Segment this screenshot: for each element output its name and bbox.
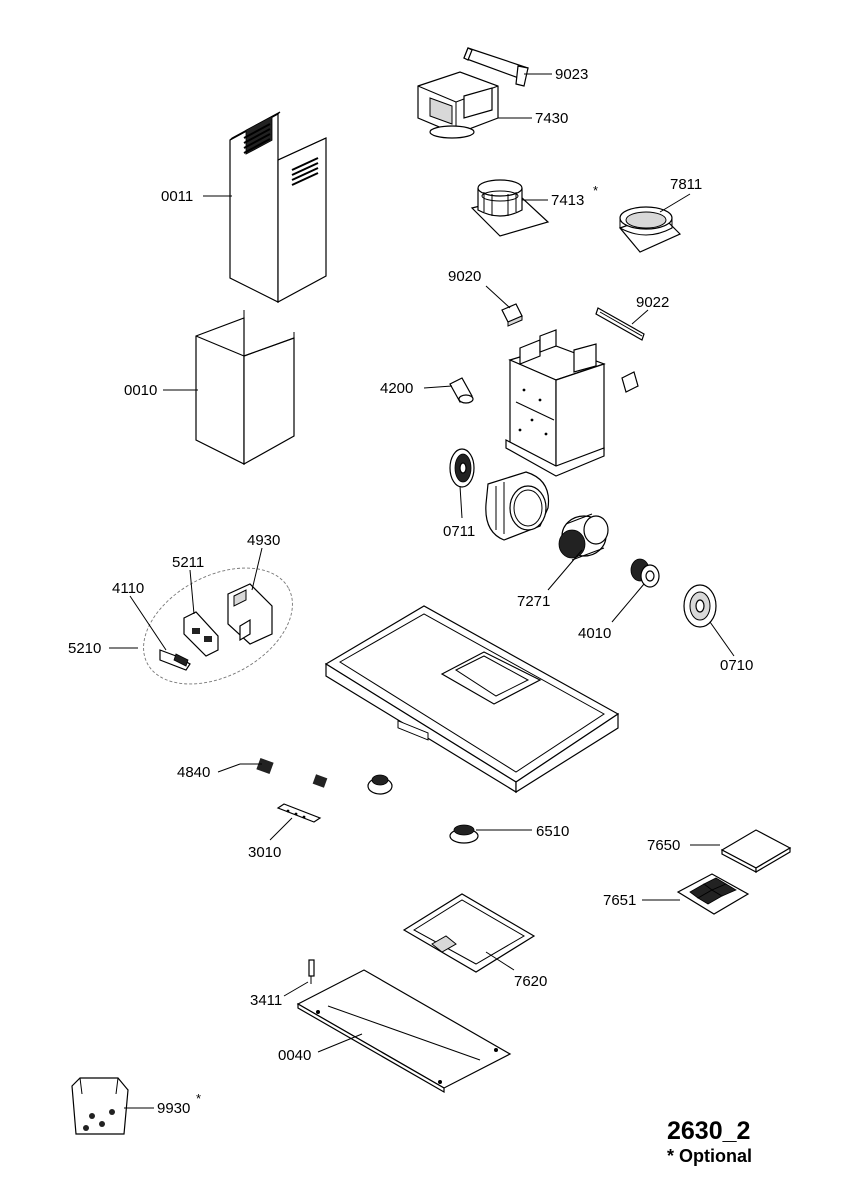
part-7413-drawing [470,179,550,237]
optional-marker-7413: * [593,183,598,198]
part-0711-drawing [449,448,475,488]
part-0010-drawing [195,310,295,466]
part-label-0011: 0011 [161,188,193,205]
part-9930-drawing [71,1077,129,1135]
part-label-0711: 0711 [443,523,475,540]
part-4200-drawing [449,377,474,404]
part-7430-drawing [417,71,499,139]
part-7650-drawing [720,829,792,874]
part-label-7650: 7650 [647,837,680,854]
part-label-5210: 5210 [68,640,101,657]
part-label-9022: 9022 [636,294,669,311]
part-9022-drawing [595,307,645,341]
part-label-6510: 6510 [536,823,569,840]
part-label-3411: 3411 [250,992,282,1009]
optional-note: * Optional [667,1146,752,1166]
part-3010-drawing [276,803,322,823]
part-label-4110: 4110 [112,580,144,597]
part-label-0710: 0710 [720,657,753,674]
part-label-7651: 7651 [603,892,636,909]
hood-canopy-drawing [324,605,620,794]
part-label-9930: 9930 [157,1100,190,1117]
diagram-code: 2630_2 [667,1117,750,1145]
part-label-9023: 9023 [555,66,588,83]
part-4840-drawing [256,757,328,788]
part-label-7271: 7271 [517,593,550,610]
part-7271-drawing [558,513,609,561]
part-label-7620: 7620 [514,973,547,990]
part-label-7811: 7811 [670,176,702,193]
part-label-4930: 4930 [247,532,280,549]
part-9023-drawing [463,47,529,87]
part-6510-drawing [449,824,479,844]
part-7811-drawing [618,206,682,253]
part-0710-drawing [683,584,717,628]
part-0040-drawing [296,969,512,1094]
motor-housing-drawing [505,329,639,477]
part-label-4200: 4200 [380,380,413,397]
leader-lines [109,73,735,1109]
part-label-5211: 5211 [172,554,204,571]
part-9020-drawing [501,303,523,327]
part-3411-drawing [308,959,315,984]
part-4010-drawing [630,558,660,588]
optional-marker-9930: * [196,1091,201,1106]
part-label-4840: 4840 [177,764,210,781]
part-label-0040: 0040 [278,1047,311,1064]
fan-scroll-drawing [485,471,550,541]
part-7620-drawing [402,893,536,973]
part-label-3010: 3010 [248,844,281,861]
knob-drawing [367,774,393,795]
part-label-0010: 0010 [124,382,157,399]
part-label-7413: 7413 [551,192,584,209]
control-assembly-group [143,567,293,685]
part-label-7430: 7430 [535,110,568,127]
part-label-9020: 9020 [448,268,481,285]
part-label-4010: 4010 [578,625,611,642]
part-0011-drawing [229,111,327,304]
part-7651-drawing [676,873,750,915]
